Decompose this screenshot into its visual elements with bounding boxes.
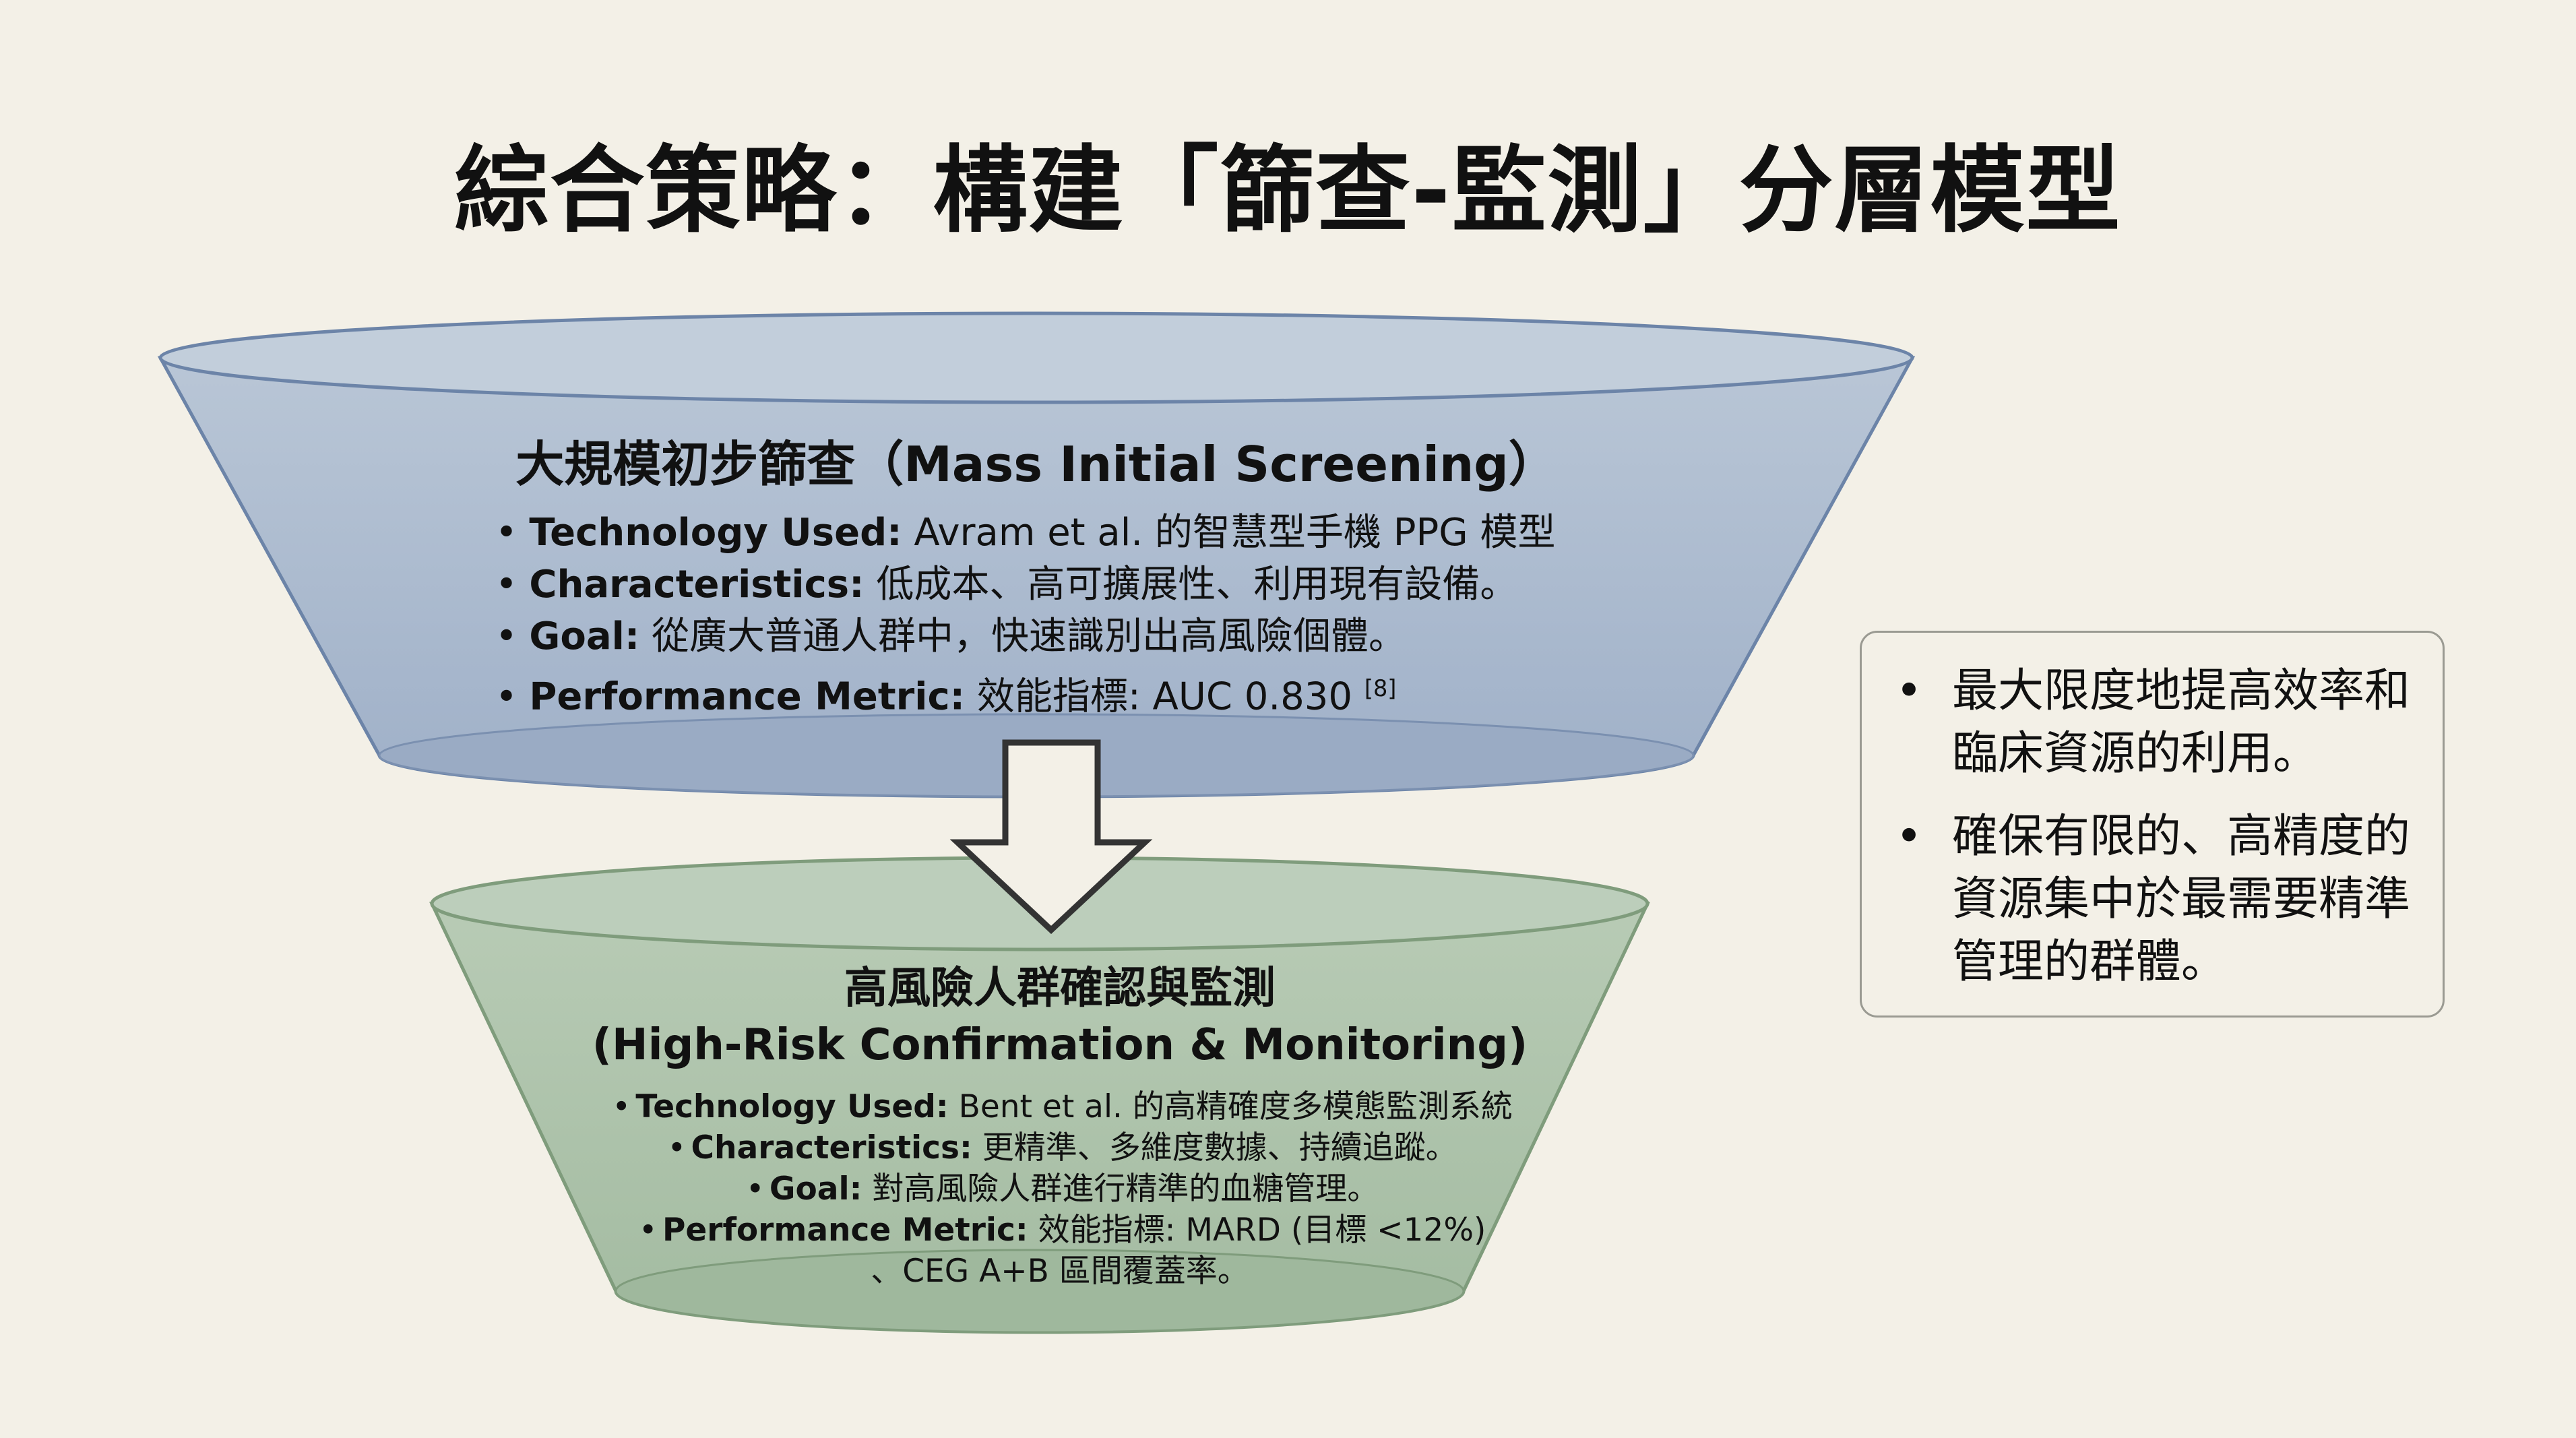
top-tier-bullets: •Technology Used: Avram et al. 的智慧型手機 PP… bbox=[495, 507, 1555, 723]
bottom-heading-en: (High-Risk Confirmation & Monitoring) bbox=[592, 1020, 1528, 1070]
bullet-text: 確保有限的、高精度的資源集中於最需要精準管理的群體。 bbox=[1952, 810, 2411, 989]
bullet-label: Performance Metric: bbox=[529, 675, 966, 719]
bullet-text: Avram et al. 的智慧型手機 PPG 模型 bbox=[902, 511, 1556, 555]
top-tier-heading: 大規模初步篩查（Mass Initial Screening） bbox=[515, 436, 1557, 493]
list-item: •Performance Metric: 效能指標: MARD (目標 <12%… bbox=[638, 1212, 1486, 1249]
list-item: •Technology Used: Bent et al. 的高精確度多模態監測… bbox=[612, 1088, 1513, 1125]
list-item: •最大限度地提高效率和臨床資源的利用。 bbox=[1895, 664, 2411, 780]
top-funnel-tier bbox=[157, 311, 1916, 799]
bullet-text: 低成本、高可擴展性、利用現有設備。 bbox=[864, 563, 1518, 606]
list-item: •Goal: 從廣大普通人群中，快速識別出高風險個體。 bbox=[495, 615, 1407, 658]
bullet-text: Bent et al. 的高精確度多模態監測系統 bbox=[948, 1088, 1513, 1125]
page-title: 綜合策略：構建「篩查-監測」分層模型 bbox=[454, 136, 2122, 246]
bottom-tier-bullets: •Technology Used: Bent et al. 的高精確度多模態監測… bbox=[0, 1086, 2120, 1292]
citation-ref: [8] bbox=[1364, 675, 1397, 701]
bullet-text: 對高風險人群進行精準的血糖管理。 bbox=[862, 1170, 1379, 1208]
benefits-box: •最大限度地提高效率和臨床資源的利用。 •確保有限的、高精度的資源集中於最需要精… bbox=[1860, 631, 2445, 1018]
bullet-label: Characteristics: bbox=[529, 563, 865, 606]
list-item: •Technology Used: Avram et al. 的智慧型手機 PP… bbox=[495, 511, 1556, 555]
bullet-label: Goal: bbox=[769, 1170, 862, 1208]
bullet-label: Technology Used: bbox=[529, 511, 902, 555]
bottom-tier-heading: 高風險人群確認與監測 (High-Risk Confirmation & Mon… bbox=[0, 960, 2120, 1073]
bullet-label: Goal: bbox=[529, 615, 640, 658]
list-item: •Characteristics: 更精準、多維度數據、持續追蹤。 bbox=[667, 1129, 1457, 1166]
bullet-text: 效能指標: MARD (目標 <12%) bbox=[1028, 1212, 1486, 1249]
list-item-continuation: 、CEG A+B 區間覆蓋率。 bbox=[871, 1253, 1249, 1290]
bullet-label: Characteristics: bbox=[691, 1129, 972, 1166]
bullet-label: Technology Used: bbox=[635, 1088, 949, 1125]
list-item: •確保有限的、高精度的資源集中於最需要精準管理的群體。 bbox=[1895, 810, 2411, 989]
down-arrow-icon bbox=[949, 739, 1153, 935]
bullet-label: Performance Metric: bbox=[662, 1212, 1028, 1249]
list-item: •Performance Metric: 效能指標: AUC 0.830 [8] bbox=[495, 675, 1397, 719]
bottom-heading-zh: 高風險人群確認與監測 bbox=[844, 964, 1276, 1013]
bullet-text: 最大限度地提高效率和臨床資源的利用。 bbox=[1952, 664, 2411, 780]
bullet-text: 更精準、多維度數據、持續追蹤。 bbox=[972, 1129, 1457, 1166]
bullet-text: 效能指標: AUC 0.830 bbox=[965, 675, 1364, 719]
list-item: •Characteristics: 低成本、高可擴展性、利用現有設備。 bbox=[495, 563, 1518, 606]
list-item: •Goal: 對高風險人群進行精準的血糖管理。 bbox=[745, 1170, 1379, 1208]
bullet-text: 從廣大普通人群中，快速識別出高風險個體。 bbox=[639, 615, 1407, 658]
